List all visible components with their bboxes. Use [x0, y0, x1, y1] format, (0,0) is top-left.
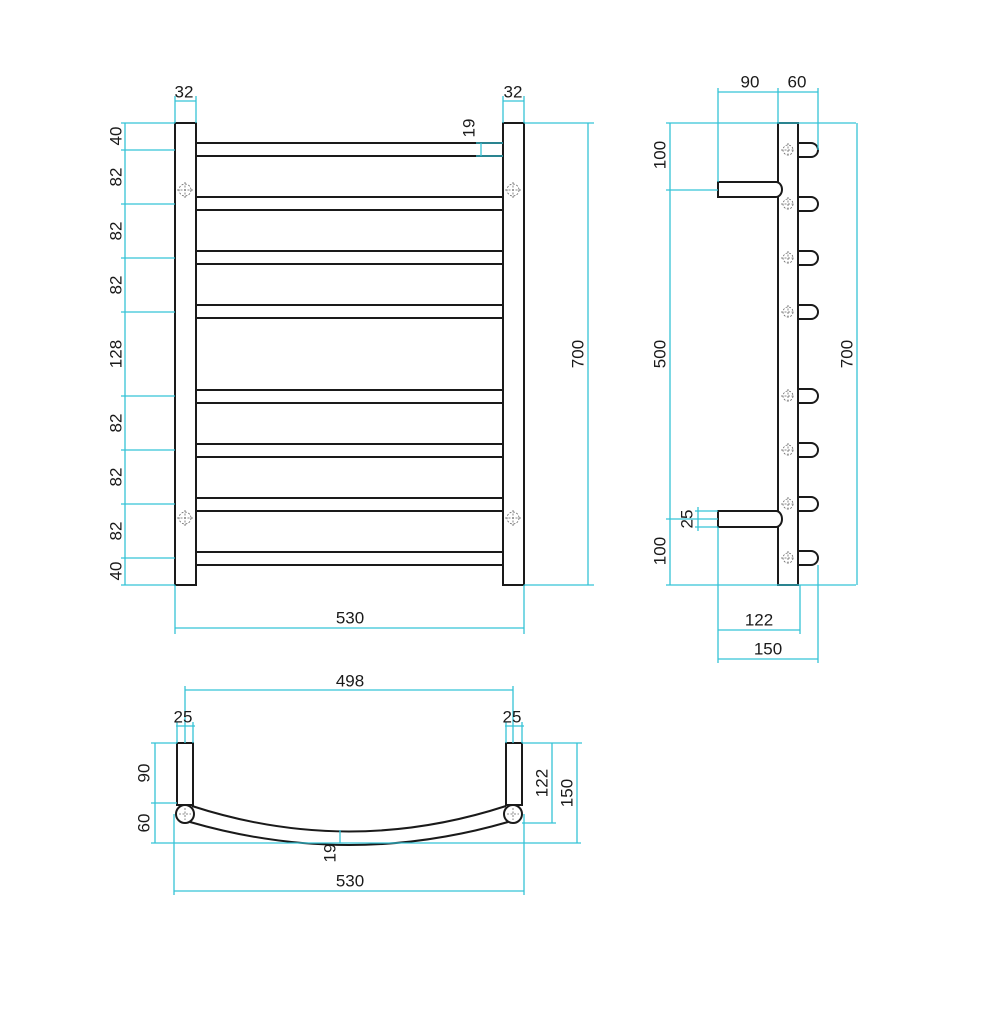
side-hole-icons: [781, 143, 795, 565]
rail-bar: [195, 551, 504, 566]
mounting-hole-icon: [781, 497, 795, 511]
dim-top-total-depth: 150: [557, 779, 576, 807]
side-dimensions: [666, 88, 858, 663]
rail-bar: [195, 304, 504, 319]
dim-spacing: 40: [106, 127, 125, 146]
rail-bar: [195, 389, 504, 404]
dim-spacing: 82: [106, 522, 125, 541]
side-view: 90 60 100 500 100 25 700 122 150: [650, 72, 858, 663]
mounting-hole-icon: [505, 182, 521, 198]
mounting-hole-icon: [781, 305, 795, 319]
bar-end: [798, 196, 819, 212]
mounting-hole-icons: [177, 182, 521, 526]
dim-spacing: 82: [106, 168, 125, 187]
right-post: [502, 122, 525, 586]
dim-spacing: 82: [106, 414, 125, 433]
dim-depth-to-post: 122: [745, 610, 773, 629]
top-view: 498 25 25 90 60 122 150 19 530: [134, 671, 582, 895]
dim-right-bracket-width: 25: [503, 707, 522, 726]
dim-bracket-spacing: 500: [650, 340, 669, 368]
dim-top-offset: 100: [650, 141, 669, 169]
left-bracket: [176, 742, 194, 806]
dim-spacing: 82: [106, 222, 125, 241]
rail-bar: [195, 142, 504, 157]
mounting-hole-icon: [781, 251, 795, 265]
dim-left-bracket-width: 25: [174, 707, 193, 726]
bar-end: [798, 142, 819, 158]
dim-top-total-width: 530: [336, 871, 364, 890]
rail-bar: [195, 443, 504, 458]
dim-spacing: 40: [106, 562, 125, 581]
mounting-hole-icon: [781, 551, 795, 565]
dim-total-width: 530: [336, 608, 364, 627]
mounting-hole-icon: [781, 389, 795, 403]
bottom-wall-bracket: [717, 510, 783, 528]
right-bracket: [505, 742, 523, 806]
bar-end: [798, 388, 819, 404]
dim-spacing: 128: [106, 340, 125, 368]
rail-bar: [195, 497, 504, 512]
dim-spacing: 82: [106, 468, 125, 487]
right-joint: [503, 804, 523, 824]
front-dimensions: [121, 96, 594, 634]
dim-hook-depth: 60: [788, 72, 807, 91]
dim-bar-diameter: 19: [320, 844, 339, 863]
hook-loops: [798, 142, 819, 566]
bar-end: [798, 304, 819, 320]
dim-bracket-depth: 90: [741, 72, 760, 91]
dim-center-span: 498: [336, 671, 364, 690]
top-dimensions: [151, 686, 582, 895]
left-post: [174, 122, 197, 586]
mounting-hole-icon: [505, 510, 521, 526]
bar-end: [798, 442, 819, 458]
mounting-hole-icon: [177, 510, 193, 526]
front-view: 32 32 19 40 82 82 82 128 82 82 82 40 700…: [106, 82, 594, 634]
left-joint: [175, 804, 195, 824]
rail-bar: [195, 250, 504, 265]
dim-side-total-height: 700: [837, 340, 856, 368]
mounting-hole-icon: [177, 182, 193, 198]
bar-end: [798, 550, 819, 566]
mounting-hole-icon: [781, 197, 795, 211]
bar-end: [798, 496, 819, 512]
mounting-hole-icon: [781, 443, 795, 457]
dim-right-post-width: 32: [504, 82, 523, 101]
curved-bar-bottom: [189, 821, 509, 846]
front-bars: [195, 142, 504, 566]
dim-total-depth: 150: [754, 639, 782, 658]
dim-depth-to-center: 122: [532, 769, 551, 797]
dim-spacing: 82: [106, 276, 125, 295]
rail-bar: [195, 196, 504, 211]
dim-bracket-height: 25: [677, 510, 696, 529]
dim-total-height: 700: [568, 340, 587, 368]
curved-bar-top: [191, 805, 507, 833]
dim-curve-offset: 60: [134, 814, 153, 833]
mounting-hole-icon: [781, 143, 795, 157]
dim-bar-diameter: 19: [459, 119, 478, 138]
top-wall-bracket: [717, 181, 783, 198]
bar-end: [798, 250, 819, 266]
dim-left-post-width: 32: [175, 82, 194, 101]
dim-bracket-depth: 90: [134, 764, 153, 783]
dim-bottom-offset: 100: [650, 537, 669, 565]
